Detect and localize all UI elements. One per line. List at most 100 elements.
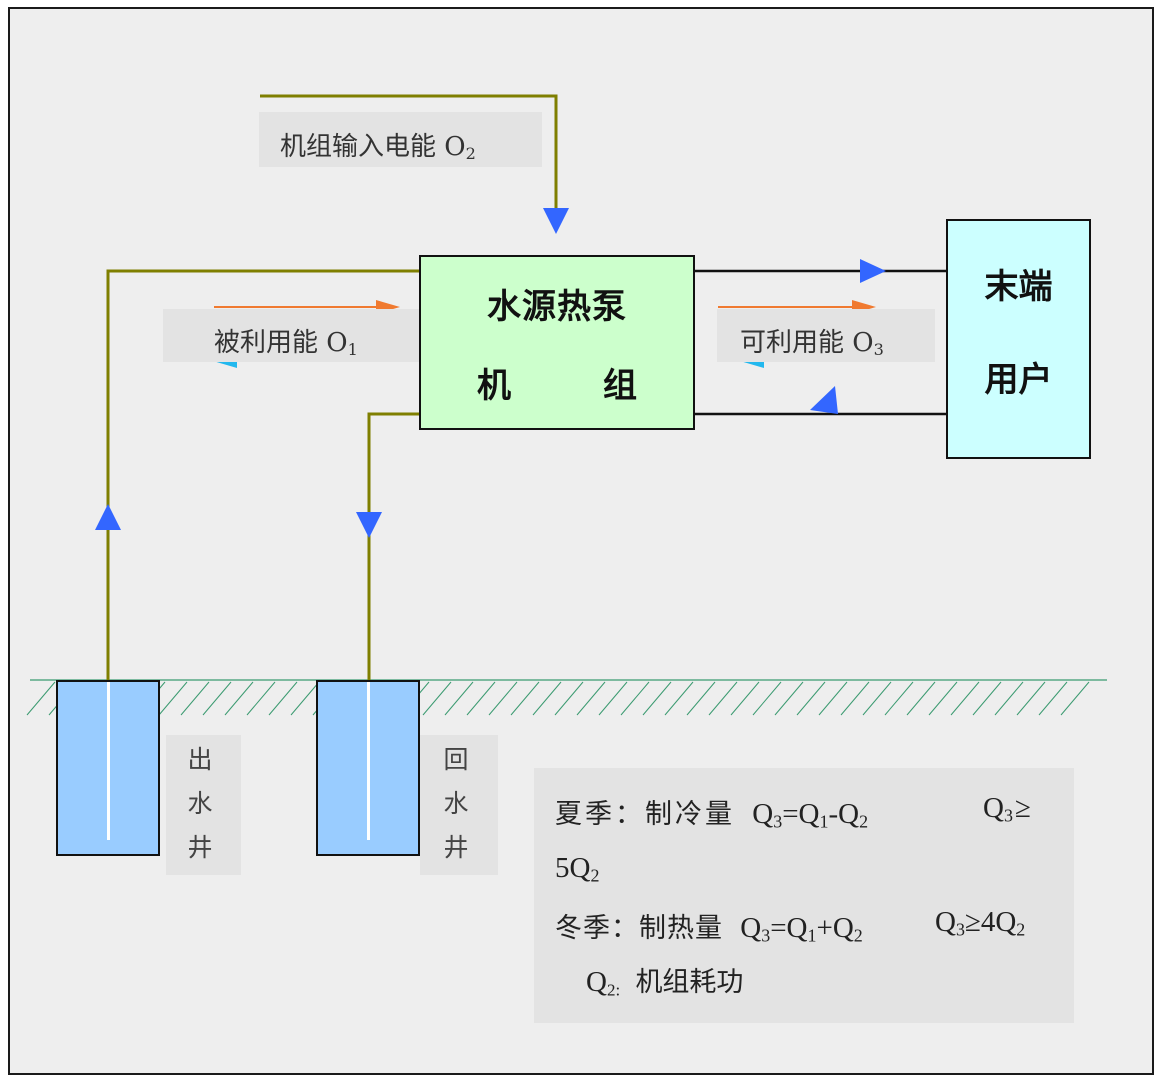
heat-pump-unit: 水源热泵 机 组 (419, 255, 695, 430)
hatch-mark (950, 681, 980, 716)
q2-description: 机组耗功 (635, 967, 744, 998)
used-energy-text: 被利用能 O (214, 328, 348, 358)
hatch-mark (928, 681, 958, 716)
terminal-line1: 末端 (984, 267, 1053, 307)
summer-condition: Q3≥ (983, 792, 1031, 826)
input-power-text: 机组输入电能 O (280, 132, 466, 162)
hatch-mark (686, 681, 716, 716)
summer-line: 夏季：制冷量 Q3=Q1-Q2 Q3≥ (555, 792, 1065, 832)
summer-cond-c-sub: 2 (590, 865, 600, 886)
terminal-line2: 用户 (984, 360, 1053, 400)
power-input-arrow (543, 208, 569, 234)
hatch-mark (752, 681, 782, 716)
summer-cond-a: Q (983, 792, 1004, 824)
hatch-mark (906, 681, 936, 716)
hatch-mark (246, 681, 276, 716)
winter-condition: Q3≥4Q2 (935, 906, 1025, 940)
hatch-mark (862, 681, 892, 716)
summer-eq-b: =Q (782, 798, 820, 830)
usable-energy-text: 可利用能 O (740, 328, 874, 358)
hatch-mark (26, 681, 56, 716)
winter-cond-a: Q (935, 906, 956, 938)
hatch-mark (268, 681, 298, 716)
hatch-mark (620, 681, 650, 716)
hatch-mark (532, 681, 562, 716)
terminal-user-box: 末端 用户 (946, 219, 1091, 459)
hatch-mark (510, 681, 540, 716)
heat-pump-title: 水源热泵 (487, 286, 627, 327)
hatch-mark (1060, 681, 1090, 716)
hatch-mark (1038, 681, 1068, 716)
input-power-label: 机组输入电能 O2 (280, 126, 476, 163)
summer-cond-c: 5Q (555, 852, 591, 884)
hatch-mark (290, 681, 320, 716)
outlet-well-char-2: 水 (187, 789, 213, 818)
winter-cond-b-sub: 2 (1016, 919, 1026, 940)
summer-eq-a-sub: 3 (773, 811, 783, 832)
summer-equation: Q3=Q1-Q2 (752, 798, 869, 832)
hatch-mark (576, 681, 606, 716)
summer-eq-c: -Q (828, 798, 860, 830)
usable-energy-label-bg (717, 309, 935, 362)
outlet-well-pipe (106, 269, 420, 682)
hatch-mark (774, 681, 804, 716)
return-well-pipe (367, 412, 420, 682)
outlet-well-arrow (95, 504, 121, 530)
return-well-arrow (356, 512, 382, 538)
hatch-mark (444, 681, 474, 716)
return-well-label-bg (420, 735, 498, 875)
return-well-pipe-inner (367, 682, 370, 840)
winter-label: 冬季：制热量 (555, 913, 723, 944)
hatch-mark (994, 681, 1024, 716)
winter-line: 冬季：制热量 Q3=Q1+Q2 Q3≥4Q2 (555, 906, 1065, 946)
summer-cond-b: ≥ (1014, 792, 1031, 824)
outlet-well-char-1: 出 (187, 745, 213, 774)
input-power-label-bg (259, 112, 542, 167)
hatch-mark (422, 681, 452, 716)
return-well-char-3: 井 (443, 833, 469, 862)
usable-energy-label: 可利用能 O3 (740, 322, 884, 359)
outlet-well-label-bg (166, 735, 241, 875)
winter-cond-a-sub: 3 (955, 919, 965, 940)
outlet-well-char-3: 井 (187, 833, 213, 862)
usable-energy-sub: 3 (873, 340, 884, 360)
summer-eq-b-sub: 1 (819, 811, 829, 832)
summer-cond-a-sub: 3 (1003, 805, 1013, 826)
winter-eq-a: Q (740, 912, 762, 944)
hatch-mark (158, 681, 188, 716)
winter-cond-b: ≥4Q (964, 906, 1017, 938)
return-well-char-2: 水 (443, 789, 469, 818)
q2-symbol: Q (586, 966, 607, 998)
notes-box (534, 768, 1074, 1023)
hatch-mark (818, 681, 848, 716)
return-well-label: 回 水 井 (436, 738, 476, 870)
winter-eq-b-sub: 1 (807, 925, 817, 946)
hatch-mark (972, 681, 1002, 716)
summer-line-cont: 5Q2 (555, 852, 599, 886)
hatch-mark (466, 681, 496, 716)
hatch-mark (180, 681, 210, 716)
hatch-mark (598, 681, 628, 716)
hatch-mark (884, 681, 914, 716)
winter-equation: Q3=Q1+Q2 (740, 912, 863, 946)
heat-pump-sub-a: 机 (477, 365, 511, 406)
hatch-mark (202, 681, 232, 716)
winter-eq-c-sub: 2 (853, 925, 863, 946)
hatch-mark (840, 681, 870, 716)
input-power-sub: 2 (465, 144, 476, 164)
heat-pump-sub-b: 组 (603, 365, 637, 406)
return-well-char-1: 回 (443, 745, 469, 774)
used-energy-sub: 1 (347, 340, 358, 360)
supply-arrow (860, 259, 886, 283)
hatch-mark (1016, 681, 1046, 716)
ground-hatching (26, 679, 1107, 716)
winter-eq-c: +Q (816, 912, 854, 944)
outlet-well-pipe-inner (107, 682, 110, 840)
summer-label: 夏季：制冷量 (555, 799, 735, 830)
summer-eq-a: Q (752, 798, 774, 830)
hatch-mark (554, 681, 584, 716)
summer-eq-c-sub: 2 (859, 811, 869, 832)
q2-sub: 2: (606, 980, 621, 1000)
outlet-well-label: 出 水 井 (180, 738, 220, 870)
